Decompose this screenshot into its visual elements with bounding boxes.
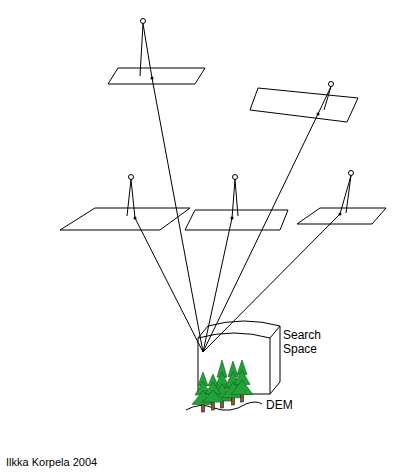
image-frame	[250, 88, 358, 122]
ray	[152, 78, 203, 352]
image-frames	[60, 68, 386, 230]
image-frame	[60, 208, 190, 230]
ray	[135, 218, 203, 352]
rays	[135, 78, 340, 352]
search-space-box	[198, 321, 280, 394]
image-frame	[185, 210, 288, 230]
camera-cone	[232, 180, 238, 219]
image-points	[134, 77, 342, 220]
trees	[192, 360, 253, 412]
image-frame	[108, 68, 205, 84]
projection-center	[329, 82, 334, 87]
credit-note: Ilkka Korpela 2004	[6, 455, 97, 469]
tree-crown	[231, 380, 253, 395]
camera-cone	[340, 176, 351, 215]
camera-cone	[127, 180, 135, 219]
ray	[203, 218, 232, 352]
search-space-label: Search Space	[283, 328, 339, 356]
dem-label: DEM	[266, 398, 293, 412]
projection-center	[141, 19, 146, 24]
camera-cone	[318, 87, 331, 115]
tree-crown	[202, 390, 224, 402]
cameras	[127, 19, 354, 219]
camera-cone	[140, 24, 152, 79]
projection-center	[129, 175, 134, 180]
ray	[203, 114, 318, 352]
projection-center	[349, 171, 354, 176]
projection-center	[233, 175, 238, 180]
